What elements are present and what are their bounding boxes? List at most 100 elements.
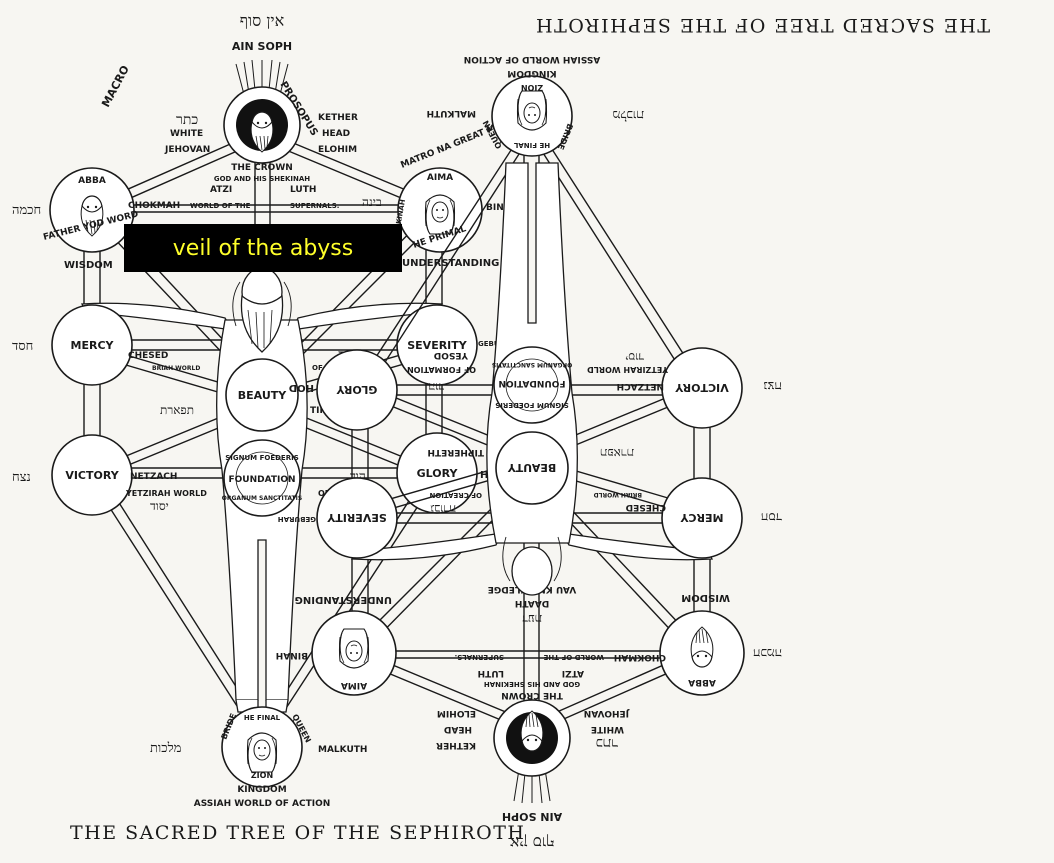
mercy-sub: CHESED [128,351,168,361]
right-severity-sub: GEBURAH [278,515,316,523]
binah-hebrew: בינה [362,195,382,209]
right-binah-name: BINAH [276,650,308,660]
right-caption: THE SACRED TREE OF THE SEPHIROTH [534,14,990,36]
right-malkuth-world: ASSIAH WORLD OF ACTION [464,54,601,64]
kether-inner-shekinah: GOD AND HIS SHEKINAH [214,175,310,183]
ain-soph-hebrew: אין סוף [240,11,285,30]
right-mercy-name: MERCY [679,511,723,524]
right-kether-title: HEAD [444,724,472,734]
malkuth-inner-top: HE FINAL [244,714,281,722]
right-aima-face-icon [338,628,370,669]
right-mercy-hebrew: חסד [761,509,782,524]
left-tree: אין סוף AIN SOPH MACRO PROSOPUS כתר WHIT… [12,11,529,809]
right-kether-sephirah [493,699,571,777]
right-yetzirah-formation: OF FORMATION [407,365,476,374]
right-binah-head: AIMA [341,680,367,690]
chokmah-sub: WISDOM [64,260,113,271]
foundation-arc-top: SIGNUM FOEDERIS [225,454,298,462]
victory-hebrew: נצח [12,470,31,485]
right-yetzirah-world: YETZIRAH WORLD [587,365,669,374]
right-chokmah-hebrew: חכמה [753,645,782,660]
right-daath: DAATH [515,598,549,608]
binah-head: AIMA [427,173,453,183]
right-atziluth-right: LUTH [478,668,504,678]
right-severity-sephirah [316,477,398,559]
right-beauty-sub: TIPHERETH [427,447,484,457]
victory-sephirah [51,434,133,516]
right-foundation-arc-top: SIGNUM FOEDERIS [495,401,568,409]
right-victory-name: VICTORY [674,381,728,394]
right-binah-sub: UNDERSTANDING [295,594,392,605]
malkuth-world: ASSIAH WORLD OF ACTION [194,799,331,809]
right-glory-hebrew: הוד [428,380,444,394]
shekinah-face-icon [246,732,278,773]
right-briah-world: BRIAH WORLD [594,491,642,498]
right-victory-hebrew: נצח [763,378,782,393]
right-mercy-sephirah [661,477,743,559]
right-kether-elohim: ELOHIM [437,708,476,718]
kether-title: HEAD [322,129,350,139]
right-supernals-left: WORLD OF THE [543,653,604,661]
chokmah-head: ABBA [78,176,106,186]
chokmah-hebrew: חכמה [12,203,41,218]
chokmah-name: CHOKMAH [128,201,180,211]
right-shekinah-face-icon [516,90,548,131]
right-daath-hebrew: דעת [522,612,542,626]
malkuth-name: MALKUTH [318,745,367,755]
right-chokmah-name: CHOKMAH [614,652,666,662]
right-tree: אין סוף AIN SOPH KETHER HEAD ELOHIM WHIT… [276,54,782,852]
mercy-name: MERCY [71,339,115,352]
victory-name: VICTORY [65,469,119,482]
mercy-hebrew: חסד [12,339,33,354]
glory-name: GLORY [417,467,459,480]
right-glory-sub: HOD [289,382,314,393]
right-beauty-sephirah [495,431,569,505]
briah-world: BRIAH WORLD [152,365,200,372]
right-kether-hebrew: כתר [596,735,618,751]
foundation-sephirah [223,439,301,517]
right-kether-inner-crown: THE CROWN [501,690,563,700]
binah-sub: UNDERSTANDING [402,258,499,269]
right-severity-hebrew: גבורה [430,502,456,516]
right-beauty-hebrew: תפארת [600,446,634,460]
right-kether-jehovan: JEHOVAN [584,708,630,718]
beauty-sephirah [225,358,299,432]
right-malkuth-name: MALKUTH [427,108,476,118]
right-foundation-arc-bottom: ORGANUM SANCTITATIS [492,361,572,368]
right-mercy-sub: CHESED [626,502,666,512]
kether-attr-elohim: ELOHIM [318,145,357,155]
kether-sephirah [223,86,301,164]
malkuth-inner-bottom: ZION [251,771,273,780]
right-glory-sephirah [316,349,398,431]
kether-attr-jehovan: JEHOVAN [164,145,210,155]
ain-soph-rays [235,59,289,103]
ain-soph-label: AIN SOPH [232,40,292,53]
veil-of-abyss-label: veil of the abyss [124,224,402,272]
right-supernals-right: SUPERNALS. [455,653,504,661]
binah-sephirah [397,167,483,253]
right-kether-name: KETHER [436,740,476,750]
right-foundation-name: FOUNDATION [498,378,565,388]
kether-inner-crown: THE CROWN [231,163,293,173]
right-kether-inner-shekinah: GOD AND HIS SHEKINAH [484,680,580,688]
kether-hebrew: כתר [176,112,198,128]
beauty-name: BEAUTY [238,389,288,402]
severity-name: SEVERITY [407,339,468,352]
right-malkuth-hebrew: מלכות [612,107,644,122]
kether-name: KETHER [318,113,358,123]
right-chokmah-sub: WISDOM [681,592,730,603]
right-glory-name: GLORY [336,383,378,396]
right-severity-name: SEVERITY [326,511,387,524]
atziluth-right: LUTH [290,185,316,195]
right-victory-sephirah [661,347,743,429]
right-malkuth-inner-bottom: ZION [521,83,543,92]
yetzirah-world: YETZIRAH WORLD [125,489,207,498]
supernals-right: SUPERNALS. [290,202,339,210]
right-kether-white: WHITE [591,724,624,734]
kether-arc-left: MACRO [99,63,132,109]
right-chokmah-head: ABBA [688,677,716,687]
victory-sub: NETZACH [130,472,177,482]
right-malkuth-sub: KINGDOM [507,68,556,78]
